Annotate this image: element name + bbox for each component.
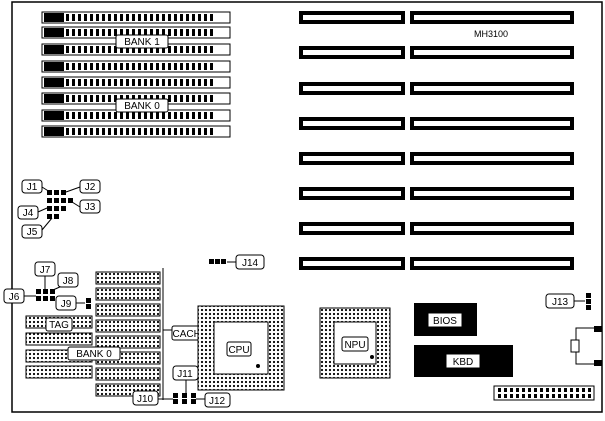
bios-label: BIOS — [433, 316, 457, 327]
jumper-j3: J3 — [79, 199, 101, 214]
j2-label: J2 — [85, 182, 96, 193]
jumper-j10: J10 — [132, 390, 159, 406]
jumper-j13: J13 — [545, 293, 591, 310]
expansion-slot — [299, 152, 574, 165]
board-outline — [11, 1, 603, 413]
npu-socket: NPU — [319, 307, 391, 379]
expansion-slot — [299, 46, 574, 59]
j14-label: J14 — [242, 258, 259, 269]
j13-label: J13 — [552, 297, 569, 308]
simm-socket — [41, 125, 231, 138]
kbd-chip: KBD — [414, 345, 513, 377]
jumper-j2: J2 — [79, 179, 101, 194]
board-model-label: MH3100 — [474, 29, 508, 39]
expansion-slot — [299, 187, 574, 200]
jumper-j9: J9 — [55, 295, 91, 311]
expansion-slot — [299, 222, 574, 235]
expansion-slot — [299, 117, 574, 130]
simm-socket — [41, 11, 231, 24]
jumper-j4: J4 — [17, 205, 39, 220]
jumper-j1: J1 — [21, 179, 43, 194]
power-connector — [493, 385, 595, 401]
expansion-slots — [299, 11, 574, 270]
j6-label: J6 — [9, 292, 20, 303]
jumper-j7: J7 — [34, 261, 56, 277]
j5-label: J5 — [27, 227, 38, 238]
cpu-label: CPU — [228, 345, 249, 356]
j3-label: J3 — [85, 202, 96, 213]
jumper-j6: J6 — [3, 288, 25, 304]
cpu-socket: CPU — [197, 305, 285, 391]
j7-label: J7 — [40, 265, 51, 276]
j9-label: J9 — [61, 299, 72, 310]
npu-label: NPU — [344, 340, 365, 351]
j1-label: J1 — [27, 182, 38, 193]
kbd-label: KBD — [453, 357, 474, 368]
jumper-j8: J8 — [57, 272, 79, 288]
bank1-label: BANK 1 — [124, 37, 160, 48]
j11-label: J11 — [177, 369, 193, 380]
bank0-label: BANK 0 — [124, 101, 160, 112]
keyboard-connector — [570, 326, 603, 366]
simm-socket — [41, 76, 231, 89]
cache-chip-array — [25, 268, 172, 400]
j8-label: J8 — [63, 276, 74, 287]
jumper-cluster-j10-j12 — [158, 378, 205, 404]
cache-label: CACHE — [172, 329, 207, 340]
j10-label: J10 — [137, 394, 154, 405]
simm-socket — [41, 60, 231, 73]
expansion-slot — [299, 82, 574, 95]
bios-chip: BIOS — [414, 303, 477, 336]
cache-bank0-label: BANK 0 — [76, 349, 112, 360]
jumper-j12: J12 — [204, 392, 231, 408]
expansion-slot — [299, 11, 574, 24]
jumper-j14: J14 — [209, 254, 265, 270]
j4-label: J4 — [23, 208, 34, 219]
tag-label: TAG — [49, 320, 69, 331]
jumper-j11: J11 — [172, 365, 199, 381]
simm-sockets — [41, 11, 231, 138]
jumper-cluster-j1-j5 — [37, 186, 81, 231]
expansion-slot — [299, 257, 574, 270]
jumper-j5: J5 — [21, 224, 43, 239]
j12-label: J12 — [209, 396, 226, 407]
